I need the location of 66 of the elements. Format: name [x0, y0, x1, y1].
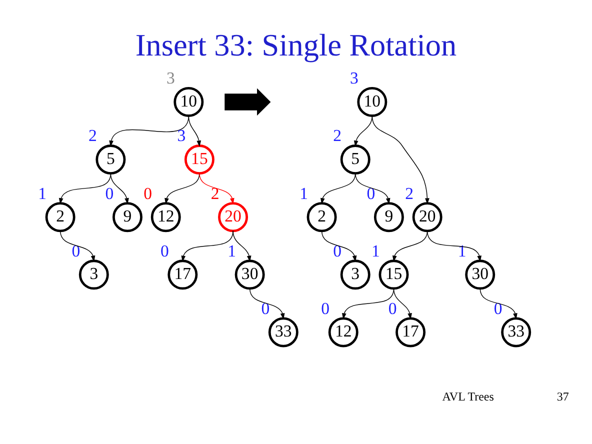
arrow — [249, 288, 285, 320]
arrow — [480, 288, 518, 320]
node-arrow — [224, 88, 271, 116]
node-label: 0 — [366, 183, 376, 202]
label: AVL Trees — [442, 389, 494, 404]
diagram-title: Insert 33: Single Rotation — [135, 27, 457, 62]
arrow — [392, 230, 428, 262]
arrow — [232, 230, 252, 262]
arrow — [181, 230, 234, 262]
arrow — [188, 114, 202, 146]
node-circle: 9 — [112, 202, 142, 232]
node-circle: 5 — [340, 144, 370, 174]
node-circle: 33 — [268, 316, 298, 347]
node-label: 1 — [228, 240, 236, 260]
arrow — [342, 288, 394, 320]
arrow — [393, 288, 412, 320]
node-label: 0 — [494, 298, 502, 318]
arrow — [426, 230, 482, 262]
arrow — [60, 230, 96, 262]
node-label: 2 — [405, 183, 414, 202]
node-label: 2 — [333, 126, 342, 145]
node-circle: 3 — [340, 259, 370, 290]
node-label: 1 — [300, 183, 308, 202]
node-circle: 2 — [306, 202, 337, 232]
node-circle: 15 — [378, 259, 409, 290]
node-label: 1 — [38, 183, 47, 202]
node-circle: 20 — [218, 202, 248, 232]
node-label: 2 — [210, 183, 220, 202]
node-label: 0 — [160, 240, 169, 260]
node-circle: 5 — [96, 144, 126, 174]
node-label: 0 — [144, 183, 152, 202]
label: 37 — [556, 389, 569, 404]
node-circle: 9 — [374, 202, 404, 232]
node-label: 1 — [372, 240, 380, 260]
node-circle: 20 — [412, 202, 442, 232]
node-label: 0 — [72, 240, 80, 260]
node-circle: 15 — [184, 144, 214, 174]
node-label: 0 — [321, 298, 330, 318]
node-label: 3 — [177, 126, 186, 145]
node-circle: 17 — [396, 316, 426, 347]
node-circle: 12 — [150, 202, 181, 232]
node-circle: 2 — [45, 202, 76, 232]
arrow — [199, 172, 234, 204]
node-circle: 17 — [168, 259, 198, 290]
node-label: 2 — [88, 126, 97, 145]
arrow — [321, 230, 357, 262]
arrow — [58, 172, 112, 204]
node-label: 0 — [388, 298, 397, 318]
node-label: 0 — [333, 240, 342, 260]
node-circle: 10 — [174, 86, 204, 116]
node-label: 3 — [166, 68, 175, 88]
node-label: 0 — [105, 183, 114, 202]
arrow — [110, 172, 129, 204]
arrow — [109, 114, 190, 146]
node-circle: 30 — [465, 259, 496, 290]
arrow — [372, 114, 430, 204]
node-label: 0 — [261, 298, 270, 318]
arrow — [355, 172, 390, 204]
node-label: 3 — [350, 68, 358, 88]
node-circle: 3 — [78, 259, 109, 290]
node-circle: 30 — [234, 259, 265, 290]
arrow — [354, 114, 373, 146]
node-circle: 12 — [328, 316, 358, 347]
node-circle: 10 — [357, 86, 388, 116]
arrow — [164, 172, 200, 204]
node-circle: 33 — [501, 316, 532, 347]
